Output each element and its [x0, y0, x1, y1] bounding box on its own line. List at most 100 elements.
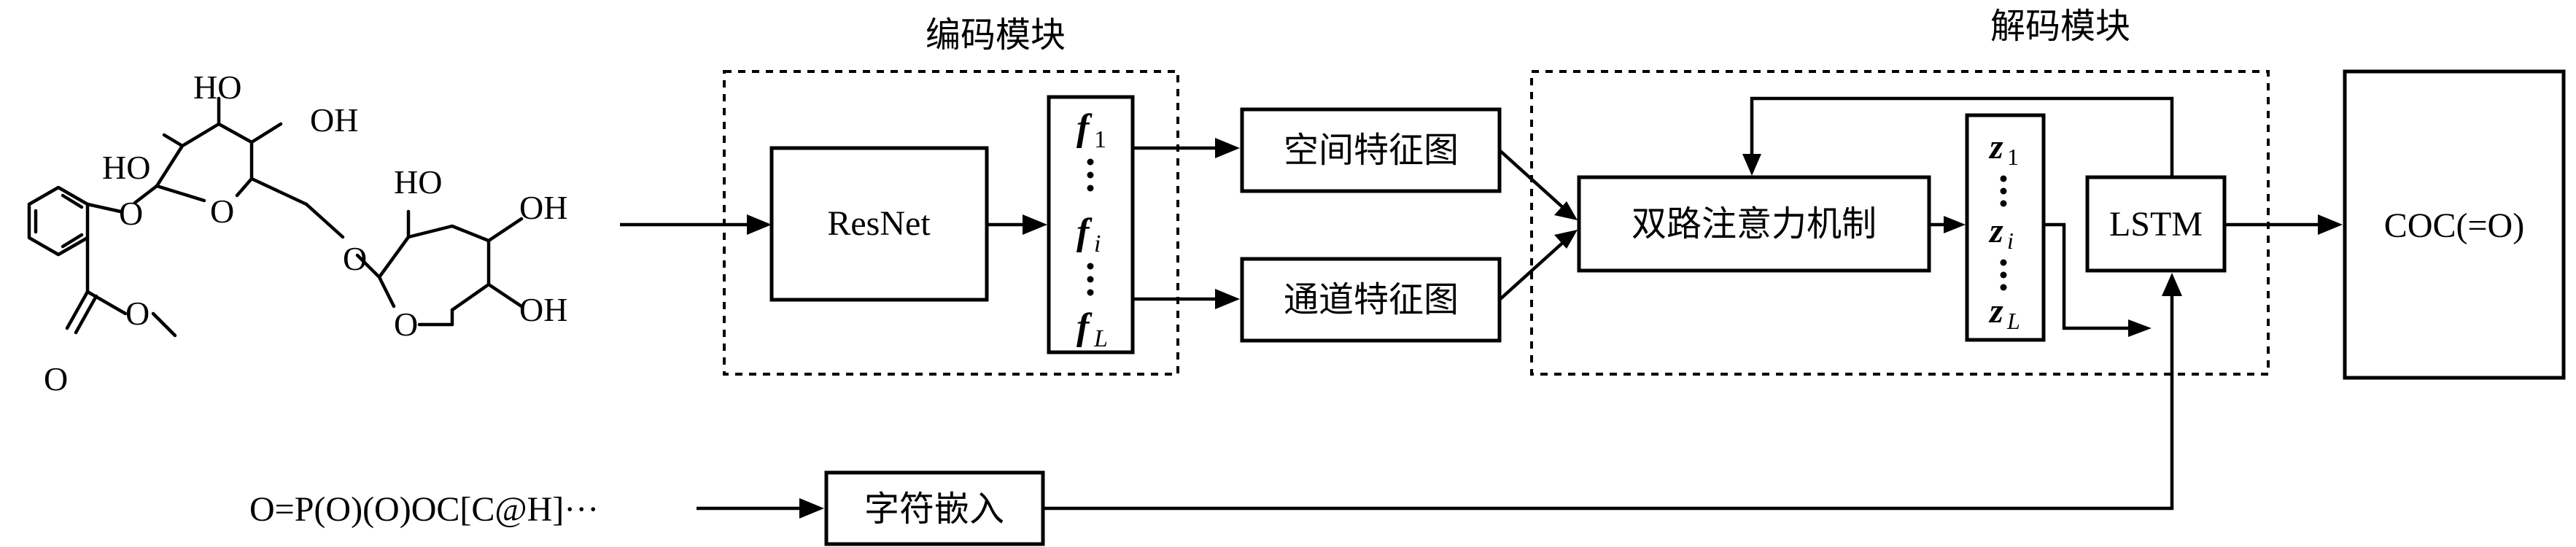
f-L-label: f L [1076, 306, 1108, 352]
spatial-feature-map-box [1240, 107, 1502, 193]
arrowhead [1554, 230, 1578, 249]
arrowhead [1023, 214, 1047, 235]
bond [151, 311, 177, 338]
arrowhead [1944, 216, 1966, 233]
encoder-module: 编码模块 ResNet f 1 f i f L [723, 15, 1179, 376]
f-symbol: f [1076, 107, 1093, 149]
output-smiles: COC(=O) [2384, 206, 2524, 245]
aromatic-bond [61, 193, 84, 209]
z-subscript: 1 [2007, 144, 2019, 170]
ellipsis-dot [1087, 289, 1094, 296]
feedback-loop-lstm-to-attention [1750, 96, 2174, 177]
bond [249, 122, 283, 144]
arrow-embedding-to-lstm [1043, 284, 2174, 511]
atom-label: OH [519, 189, 567, 226]
arrow-z-to-lstm [2044, 222, 2141, 330]
atom-label: OH [519, 291, 567, 328]
bond [486, 282, 524, 309]
arrow-channel-to-attention [1498, 238, 1568, 301]
ellipsis-dot [2000, 271, 2007, 279]
lstm-label: LSTM [2109, 205, 2203, 244]
bond [65, 290, 90, 330]
resnet-box [769, 146, 989, 302]
spatial-feature-map-label: 空间特征图 [1284, 130, 1459, 171]
attention-box [1577, 175, 1931, 273]
decoder-dashed-frame [1530, 70, 2270, 376]
ellipsis-dot [2000, 175, 2007, 182]
f-feature-column [1047, 95, 1135, 354]
z-1-label: z 1 [1988, 128, 2019, 170]
pyranose-ring [155, 122, 254, 188]
arrowhead [799, 498, 824, 519]
atom-label: HO [394, 163, 442, 201]
ellipsis-dot [1087, 158, 1094, 166]
bond [162, 133, 185, 148]
z-feature-column [1965, 113, 2046, 342]
f-subscript: 1 [1094, 126, 1106, 153]
benzene-ring [27, 185, 90, 257]
double-bond [74, 294, 98, 335]
bond [85, 290, 128, 316]
z-subscript: L [2006, 308, 2020, 334]
arrowhead [2162, 273, 2182, 296]
atom-label: O [125, 295, 150, 332]
z-symbol: z [1988, 128, 2003, 166]
f-symbol: f [1076, 212, 1093, 253]
bond [304, 202, 345, 239]
embedding-label: 字符嵌入 [864, 489, 1004, 529]
arrowhead [747, 214, 772, 235]
atom-label: O [210, 193, 234, 230]
output-box [2343, 69, 2566, 380]
arrowhead [1554, 201, 1578, 220]
pyranose-ring [377, 224, 491, 312]
f-1-label: f 1 [1076, 107, 1106, 153]
f-subscript: L [1093, 325, 1108, 352]
atom-label: HO [193, 69, 241, 106]
ellipsis-dot [1087, 185, 1094, 192]
ellipsis-dot [1087, 263, 1094, 270]
ellipsis-dot [1087, 276, 1094, 283]
ellipsis-dot [2000, 284, 2007, 291]
f-symbol: f [1076, 306, 1093, 348]
z-L-label: z L [1988, 292, 2020, 334]
atom-label: HO [102, 149, 150, 186]
decoder-module: 解码模块 双路注意力机制 z 1 z i z L LSTM [1530, 6, 2270, 376]
atom-label: O [394, 306, 418, 343]
decoder-title: 解码模块 [1990, 6, 2130, 47]
atom-label: O [44, 360, 68, 397]
resnet-label: ResNet [827, 204, 931, 243]
z-i-label: z i [1988, 212, 2014, 254]
atom-label: OH [310, 101, 358, 139]
z-subscript: i [2007, 228, 2014, 254]
atom-label: O [343, 240, 367, 277]
channel-feature-map-label: 通道特征图 [1284, 279, 1459, 320]
ellipsis-dot [2000, 200, 2007, 207]
ellipsis-dot [1087, 171, 1094, 179]
arrowhead [1742, 154, 1761, 176]
encoder-title: 编码模块 [926, 15, 1066, 55]
f-subscript: i [1094, 230, 1101, 257]
bond [133, 184, 159, 205]
molecule-structure: HO OH HO O O HO OH O OH O O O [27, 69, 567, 397]
arrowhead [1215, 289, 1240, 309]
arrowhead [2318, 214, 2343, 235]
ellipsis-dot [2000, 187, 2007, 195]
attention-label: 双路注意力机制 [1632, 203, 1877, 244]
bond [85, 202, 123, 214]
bond [355, 253, 381, 279]
encoder-dashed-frame [723, 70, 1179, 376]
ellipsis-dot [2000, 259, 2007, 266]
bond [235, 176, 254, 198]
z-symbol: z [1988, 212, 2003, 250]
arrowhead [2128, 319, 2152, 337]
f-i-label: f i [1076, 212, 1101, 257]
aromatic-bond [61, 233, 84, 249]
arrowhead [1215, 138, 1240, 158]
bond [249, 176, 309, 206]
z-symbol: z [1988, 292, 2003, 330]
input-smiles: O=P(O)(O)OC[C@H]··· [249, 490, 599, 529]
lstm-box [2085, 175, 2227, 273]
atom-label: O [119, 195, 143, 232]
bond [155, 184, 206, 203]
